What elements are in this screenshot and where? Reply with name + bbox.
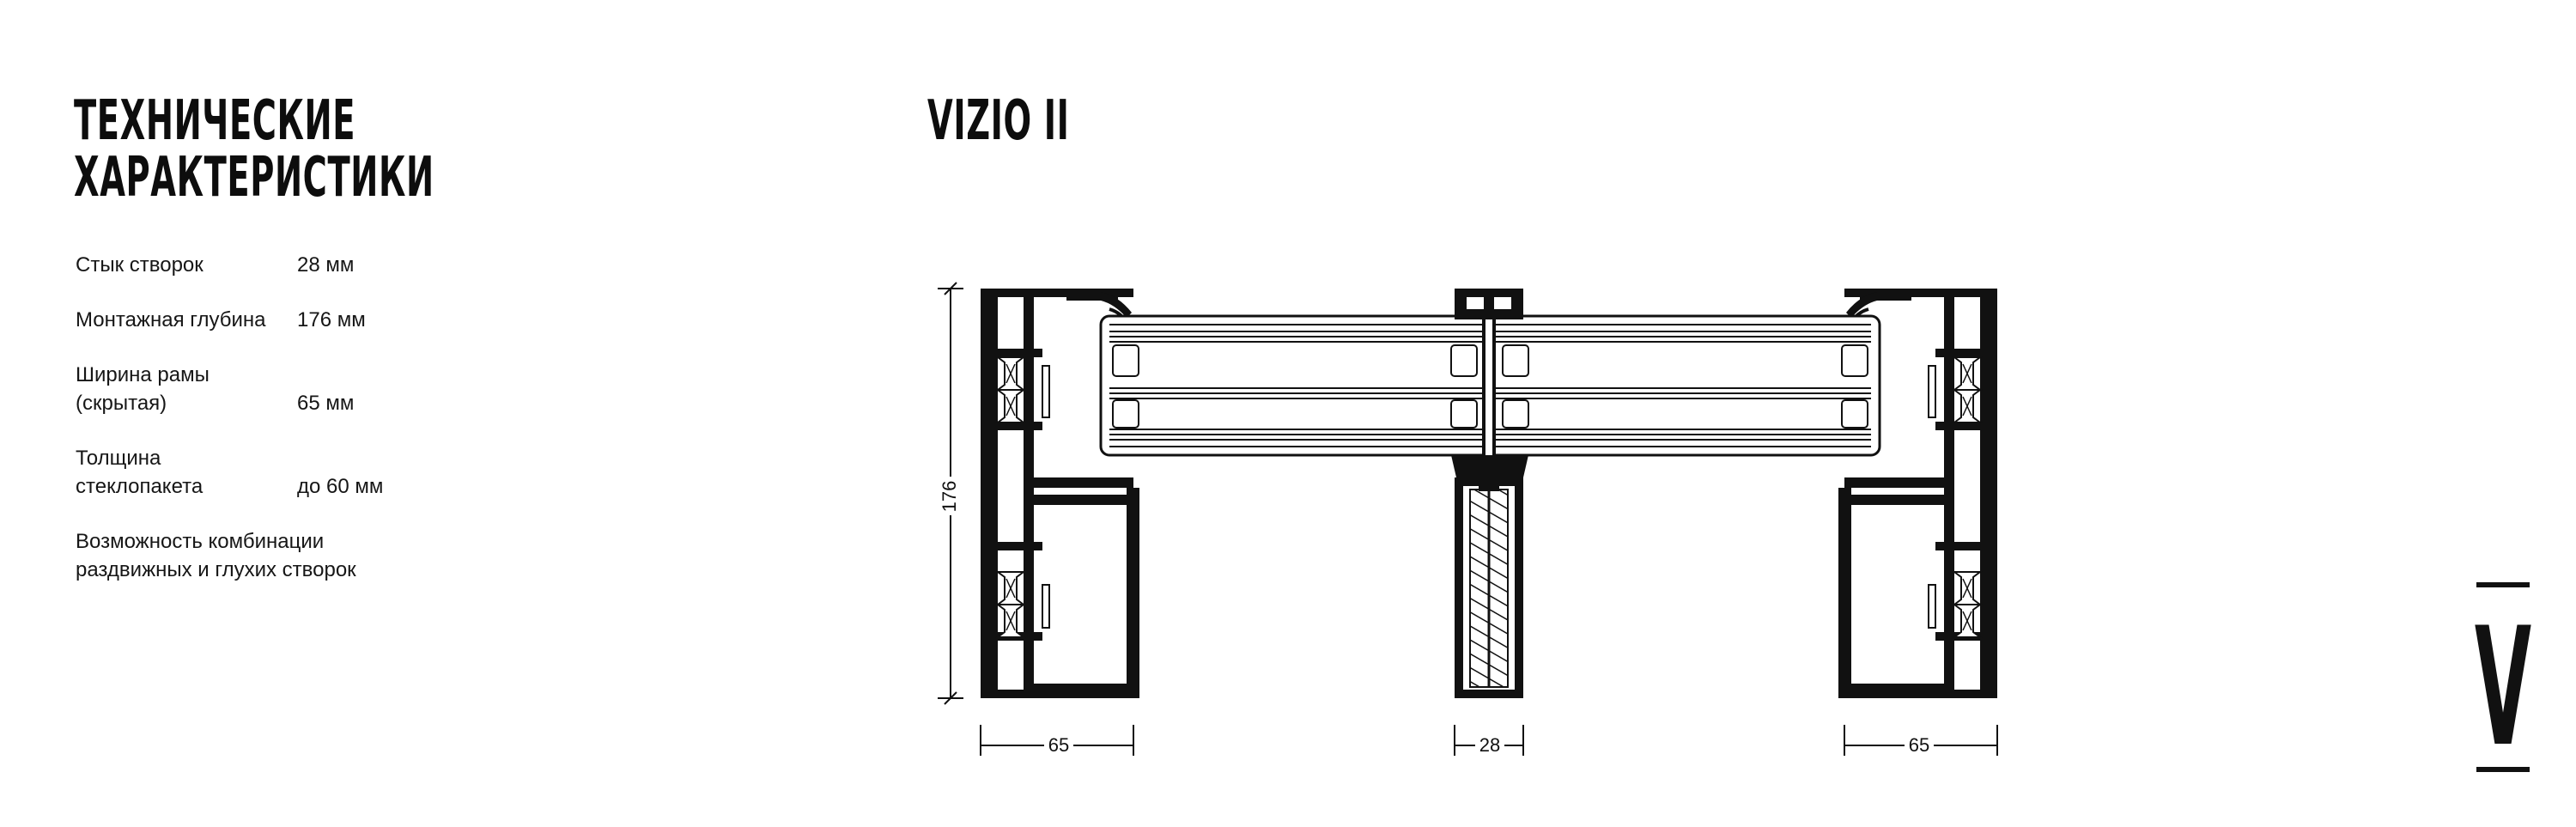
spec-value: до 60 мм [297, 475, 384, 498]
dimension-frame-left [980, 725, 1134, 756]
dimension-frame-right [1844, 725, 1998, 756]
dimension-meeting-joint-label: 28 [1479, 734, 1500, 756]
spec-list: Стык створок 28 мм Монтажная глубина 176 м… [76, 251, 608, 584]
spec-label: Стык створок [76, 253, 204, 277]
spec-value: 176 мм [297, 308, 366, 331]
dimension-depth [938, 282, 963, 705]
brand-logo: V [2475, 582, 2531, 782]
spec-row-frame-width: Ширина рамы (скрытая) 65 мм [76, 361, 608, 417]
dimension-frame-left-label: 65 [1048, 734, 1069, 756]
brand-logo-letter: V [2475, 592, 2531, 782]
spec-label: Монтажная глубина [76, 308, 266, 331]
spec-value: 65 мм [297, 392, 355, 415]
spec-row-joint: Стык створок 28 мм [76, 251, 608, 279]
spec-value: 28 мм [297, 253, 355, 277]
spec-label: Толщина стеклопакета [76, 447, 204, 498]
spec-label: Ширина рамы (скрытая) [76, 363, 210, 415]
spec-row-glass: Толщина стеклопакета до 60 мм [76, 444, 608, 501]
dimension-depth-label: 176 [939, 481, 960, 513]
product-title: VIZIO II [927, 89, 1070, 153]
dimension-frame-right-label: 65 [1909, 734, 1929, 756]
spec-row-depth: Монтажная глубина 176 мм [76, 306, 608, 334]
meeting-profile [1451, 289, 1528, 698]
page-title: Технические характеристики [74, 89, 434, 210]
spec-feature: Возможность комбинации раздвижных и глух… [76, 530, 356, 581]
dimension-meeting-joint [1454, 725, 1524, 756]
